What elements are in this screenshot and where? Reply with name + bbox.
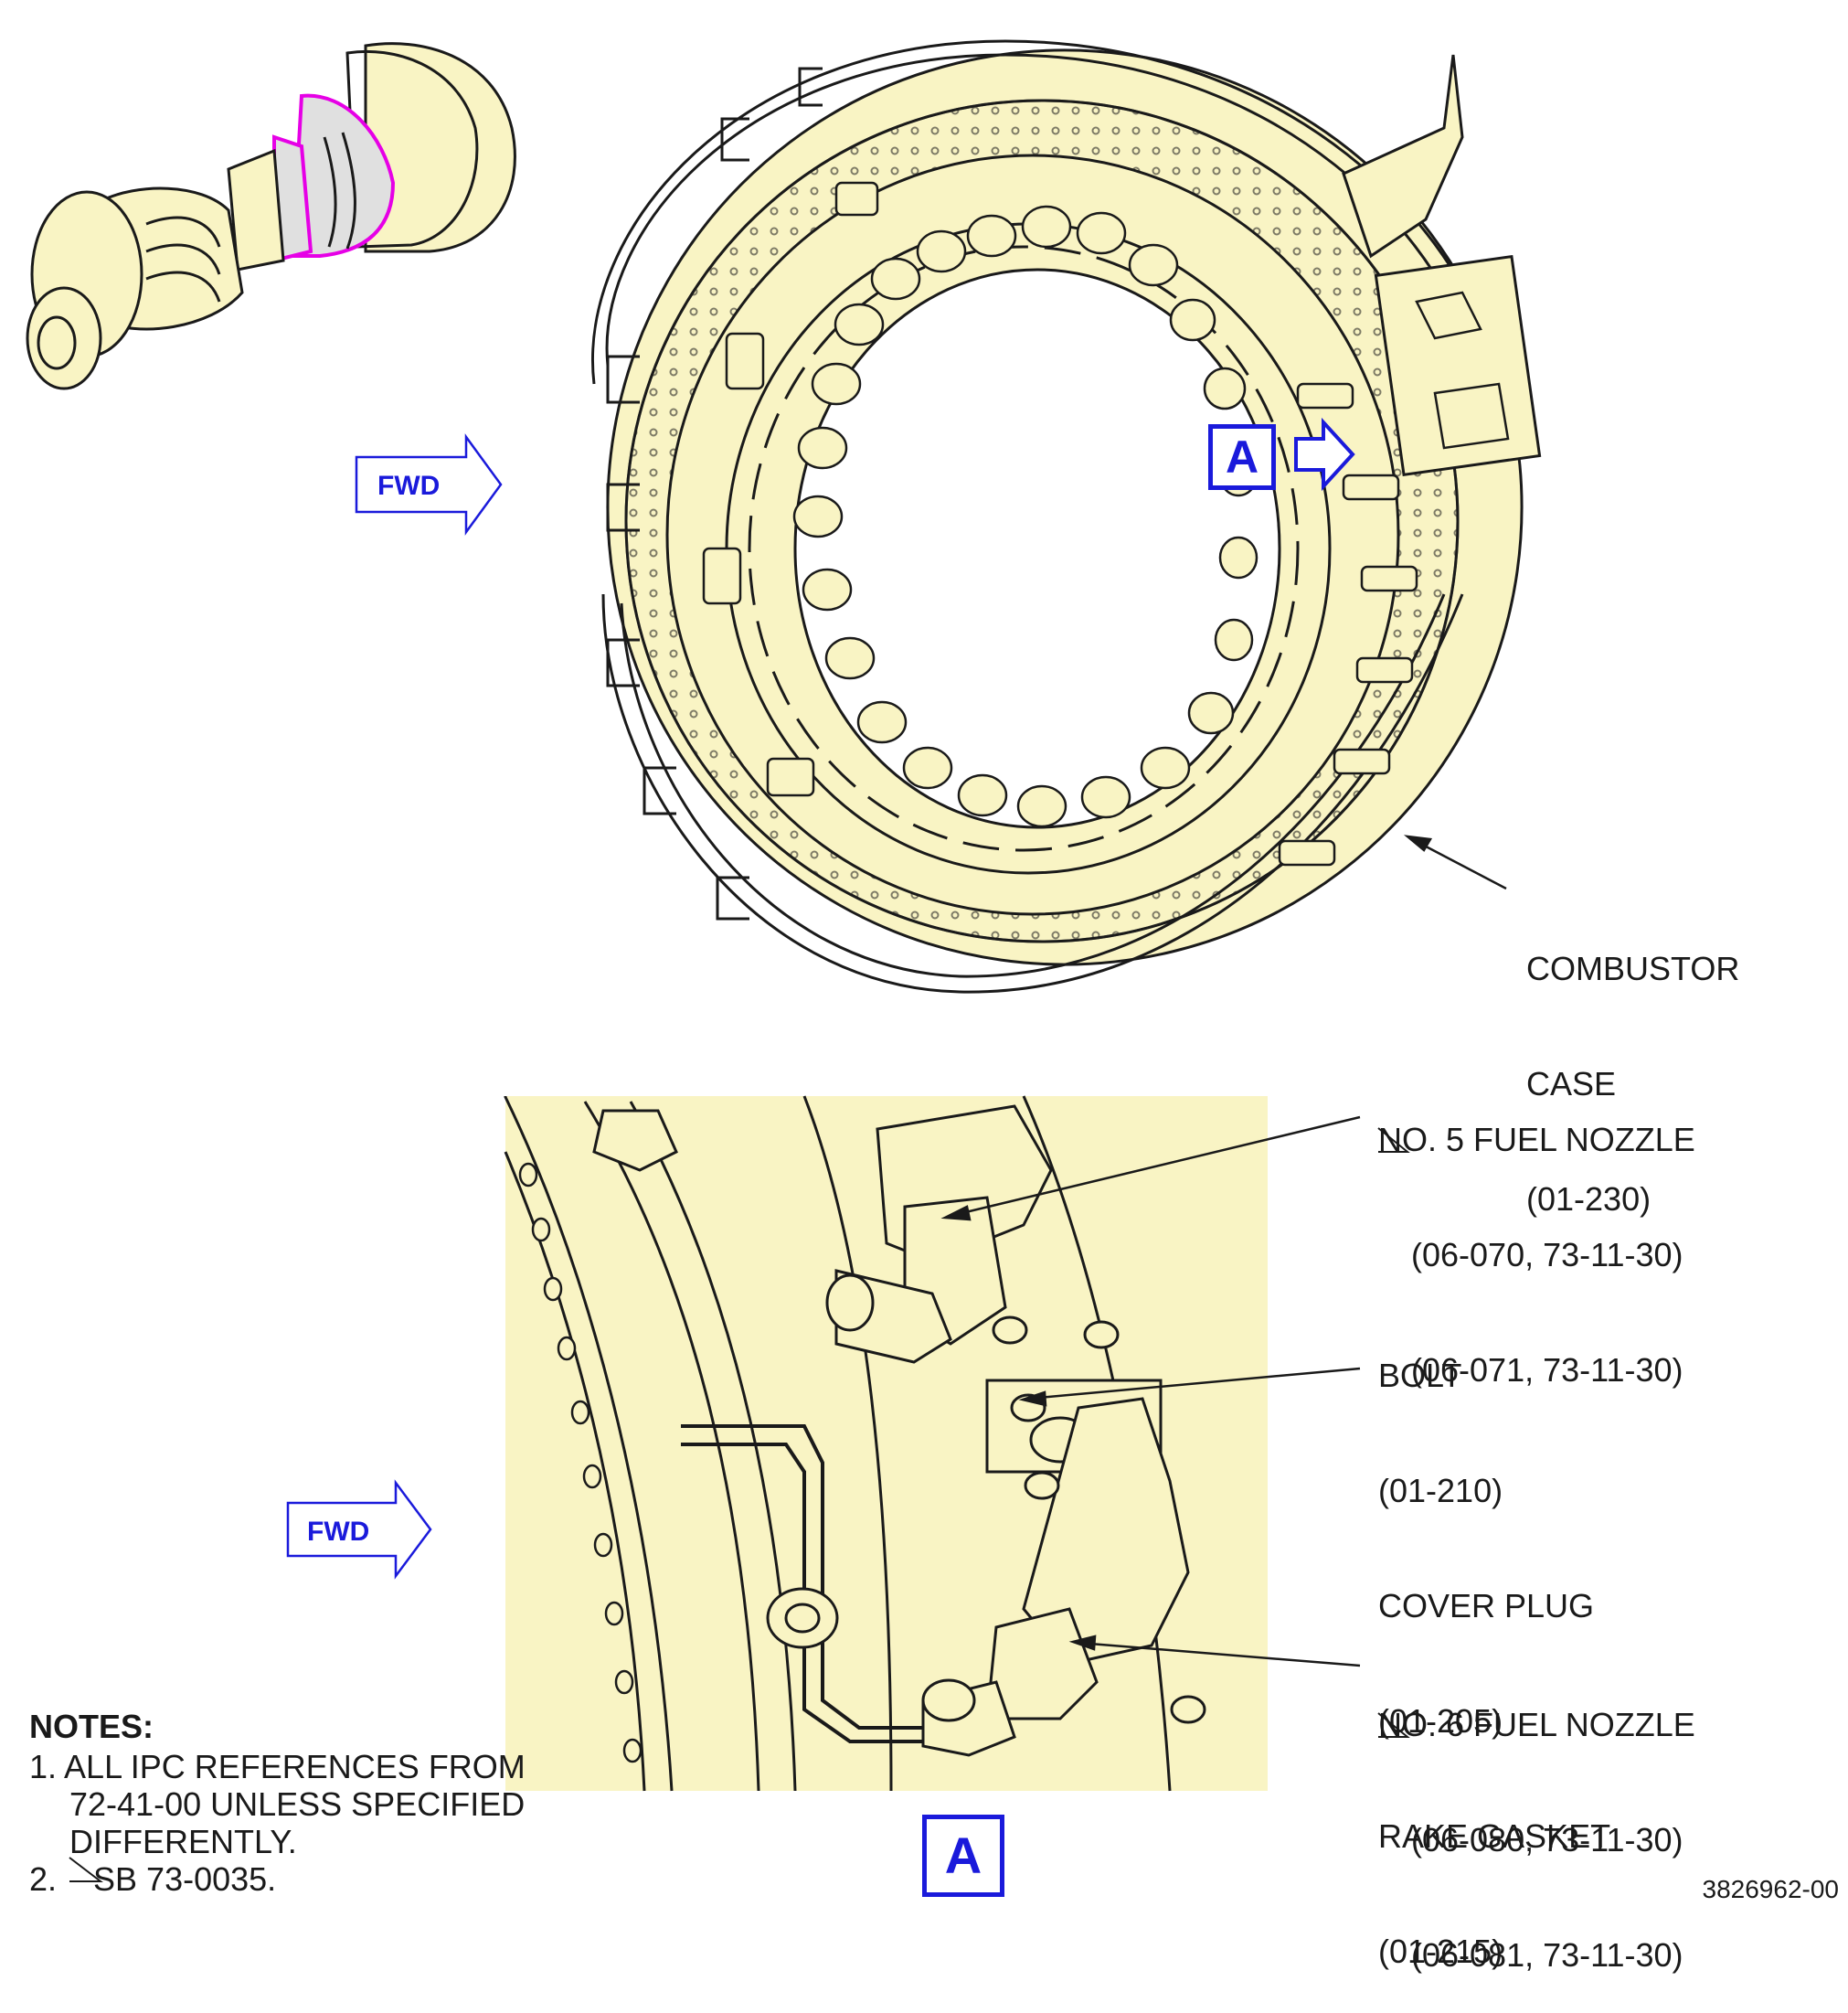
bolt-label: BOLT bbox=[1378, 1357, 1462, 1394]
bolt-ref: (01-210) bbox=[1378, 1472, 1503, 1509]
view-a-marker-bottom: A bbox=[922, 1815, 1004, 1897]
detail-view-a bbox=[504, 1095, 1268, 1792]
engine-locator-icon bbox=[26, 42, 516, 390]
svg-text:FWD: FWD bbox=[307, 1517, 369, 1547]
fwd-arrow-bottom: FWD bbox=[286, 1479, 432, 1580]
fuel-nozzle-6-label-line-3: (06-081, 73-11-30) bbox=[1411, 1936, 1683, 1974]
combustor-case-label-line-2: CASE bbox=[1526, 1065, 1617, 1102]
fuel-nozzle-5-label-line-2: (06-070, 73-11-30) bbox=[1411, 1236, 1683, 1273]
fuel-nozzle-5-label-line-3: (06-071, 73-11-30) bbox=[1411, 1351, 1683, 1389]
leader-lines bbox=[940, 835, 1507, 1667]
cover-plug-ref: (01-205) bbox=[1378, 1702, 1503, 1740]
combustor-case-label-line-1: COMBUSTOR bbox=[1526, 950, 1740, 987]
fwd-arrow-top: FWD bbox=[355, 433, 503, 536]
note-1-line-2: 72-41-00 UNLESS SPECIFIED bbox=[69, 1785, 526, 1823]
illustration-canvas: FWD FWD bbox=[26, 39, 1542, 1882]
fuel-nozzle-5-label-line-1: NO. 5 FUEL NOZZLE bbox=[1378, 1121, 1695, 1158]
sb-flag-icons bbox=[69, 1127, 1410, 1882]
figure-id: 3826962-00 bbox=[1702, 1875, 1839, 1903]
rake-gasket-label: RAKE GASKET bbox=[1378, 1817, 1611, 1855]
fuel-nozzle-6-label-line-2: (06-080, 73-11-30) bbox=[1411, 1821, 1683, 1859]
combustor-case-label: COMBUSTOR CASE (01-230) bbox=[1526, 873, 1739, 1257]
cover-plug-label: COVER PLUG bbox=[1378, 1587, 1595, 1624]
fuel-nozzle-6-label: NO. 6 FUEL NOZZLE (06-080, 73-11-30) (06… bbox=[1378, 1629, 1695, 2013]
combustor-case-label-line-3: (01-230) bbox=[1526, 1180, 1652, 1218]
fuel-nozzle-6-label-line-1: NO. 6 FUEL NOZZLE bbox=[1378, 1706, 1695, 1743]
notes-title: NOTES: bbox=[29, 1708, 154, 1745]
svg-text:FWD: FWD bbox=[377, 471, 440, 501]
note-1-line-1: 1. ALL IPC REFERENCES FROM bbox=[29, 1748, 526, 1785]
fuel-nozzle-5-label: NO. 5 FUEL NOZZLE (06-070, 73-11-30) (06… bbox=[1378, 1044, 1695, 1428]
note-1-line-3: DIFFERENTLY. bbox=[69, 1823, 297, 1860]
note-2: 2. SB 73-0035. bbox=[29, 1860, 277, 1898]
view-a-marker-top: A bbox=[1208, 424, 1276, 490]
combustor-case-ring bbox=[591, 39, 1542, 994]
view-a-arrow-top bbox=[1294, 417, 1355, 492]
